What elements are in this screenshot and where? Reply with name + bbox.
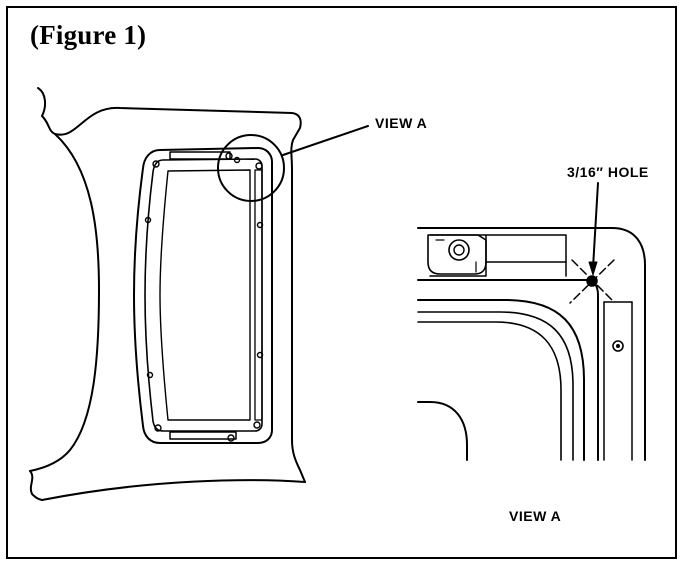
view-a-detail xyxy=(417,227,646,461)
panel-outline xyxy=(29,87,306,501)
view-a-leader xyxy=(282,125,369,156)
detail-circle xyxy=(217,134,285,202)
window-opening xyxy=(133,147,273,444)
figure-title: (Figure 1) xyxy=(30,20,147,50)
hole-leader xyxy=(592,182,599,269)
figure-frame xyxy=(6,6,677,559)
hole-callout-label: 3/16″ HOLE xyxy=(567,164,649,180)
view-a-callout-label: VIEW A xyxy=(375,115,428,131)
view-a-caption-label: VIEW A xyxy=(509,508,562,524)
